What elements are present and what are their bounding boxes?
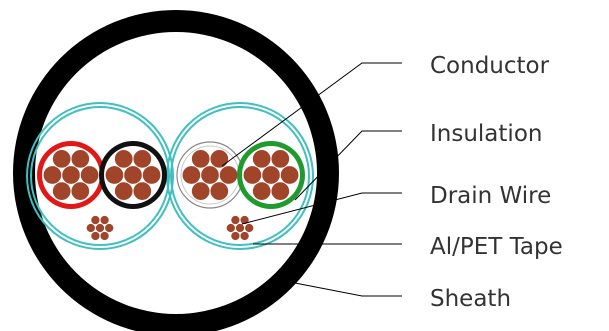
conductor-strand [230, 214, 241, 226]
conductor-strand [200, 165, 220, 185]
conductor-strand [51, 181, 72, 201]
conductor-strand [123, 165, 143, 185]
conductor-strand [99, 230, 110, 242]
conductor-strand [270, 181, 291, 201]
conductor-strands [181, 149, 239, 201]
conductor-strand [113, 149, 134, 169]
conductor-strand [209, 149, 230, 169]
conductor-strand [239, 230, 250, 242]
conductor-strand [230, 230, 241, 242]
label-drain-wire: Drain Wire [430, 183, 551, 209]
conductor-strand [70, 181, 91, 201]
conductor-strand [181, 165, 202, 185]
conductor-strand [132, 149, 153, 169]
drain-wire-1 [85, 214, 115, 242]
pair-1-shield [26, 102, 174, 250]
leader-insulation [294, 130, 402, 201]
conductor-strand [190, 181, 211, 201]
label-sheath: Sheath [430, 286, 511, 312]
core-white [176, 141, 244, 209]
leader-lines [221, 62, 402, 297]
conductor-strand [70, 149, 91, 169]
conductor-strand [79, 165, 100, 185]
label-conductor: Conductor [430, 53, 550, 79]
conductor-strand [104, 165, 125, 185]
conductor-strand [90, 230, 101, 242]
label-tape: Al/PET Tape [430, 234, 563, 260]
conductor-strand [261, 165, 281, 185]
conductor-strand [209, 181, 230, 201]
conductor-strand [141, 165, 162, 185]
conductor-strands [242, 149, 300, 201]
conductor-strand [270, 149, 291, 169]
core-red [37, 141, 105, 209]
conductor-strands [104, 149, 162, 201]
drain-wire-2 [225, 214, 255, 242]
core-black [99, 141, 167, 209]
core-green [237, 141, 305, 209]
conductor-strand [218, 165, 239, 185]
conductor-strand [113, 181, 134, 201]
conductor-strand [244, 222, 255, 234]
conductor-strand [251, 149, 272, 169]
conductor-strand [90, 214, 101, 226]
conductor-strand [251, 181, 272, 201]
leader-conductor [221, 62, 402, 167]
conductor-strand [190, 149, 211, 169]
leader-drain-wire [241, 192, 402, 225]
conductor-strand [42, 165, 63, 185]
conductor-strand [132, 181, 153, 201]
conductor-strand [104, 222, 115, 234]
conductor-strand [279, 165, 300, 185]
label-insulation: Insulation [430, 121, 542, 147]
conductor-strand [61, 165, 81, 185]
pair-2-shield [166, 102, 314, 250]
leader-sheath [294, 282, 402, 297]
conductor-strand [242, 165, 263, 185]
conductor-strand [51, 149, 72, 169]
conductor-strand [99, 214, 110, 226]
conductor-strand [225, 222, 236, 234]
conductor-strand [85, 222, 96, 234]
conductor-strands [42, 149, 100, 201]
